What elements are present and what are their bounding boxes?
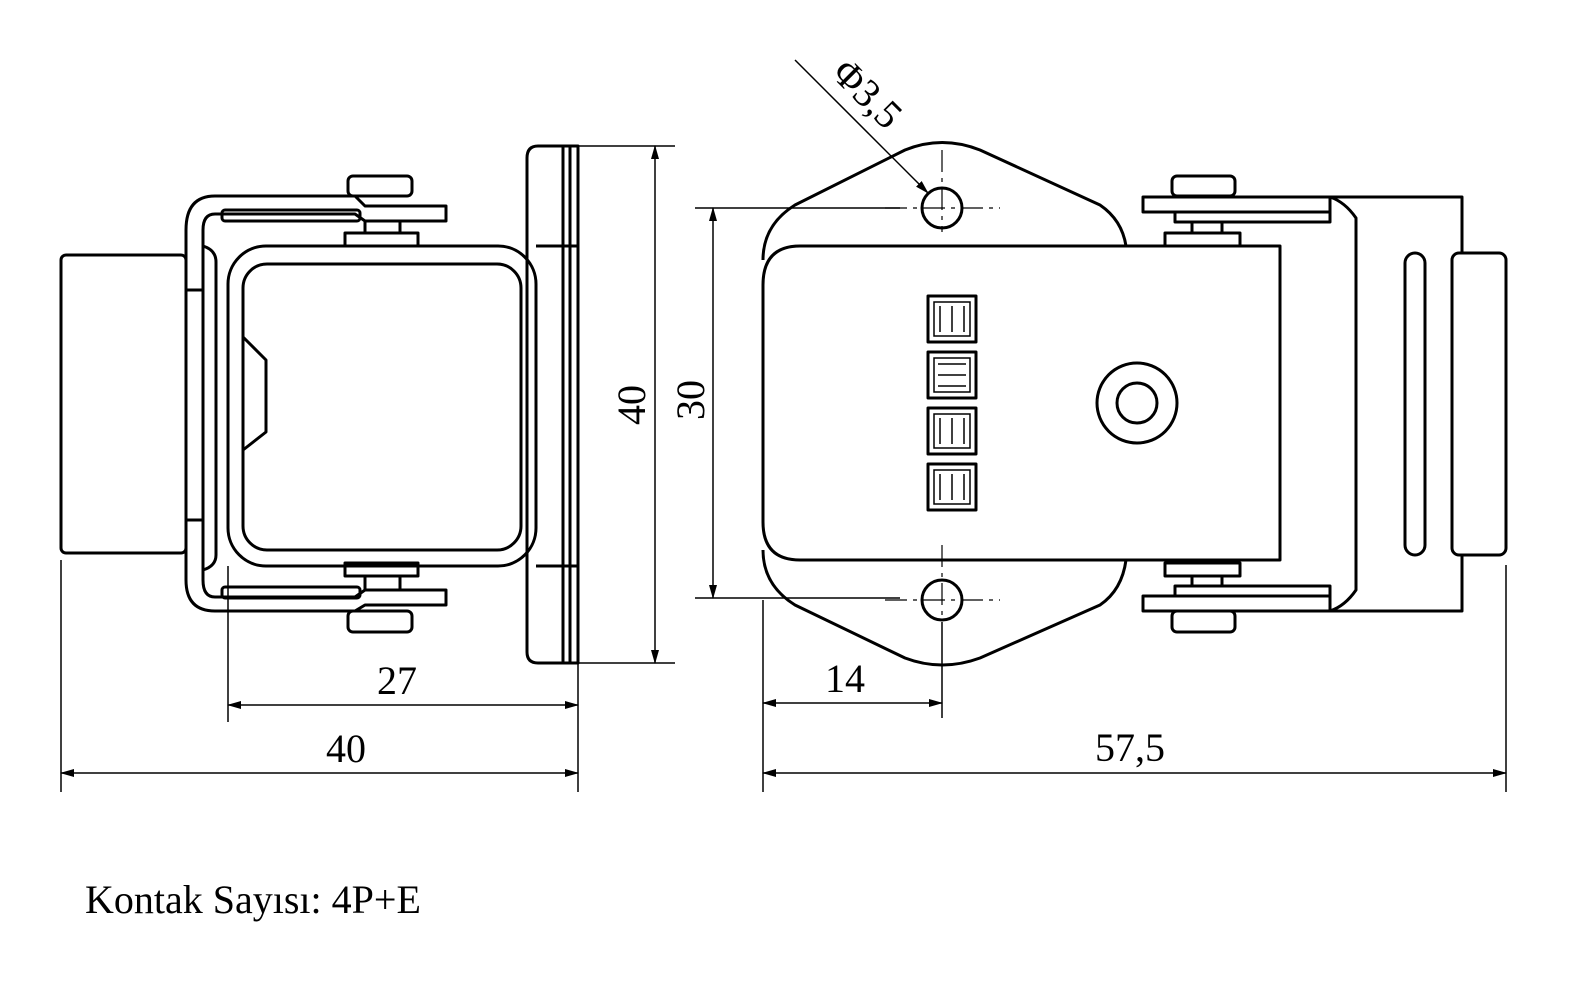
housing-base xyxy=(761,141,1128,667)
locking-lever xyxy=(1329,195,1464,613)
left-view xyxy=(59,144,580,665)
right-dimensions: 30 Φ3,5 14 57,5 xyxy=(668,50,1507,792)
dim-label-40-height: 40 xyxy=(609,385,654,425)
pin-block-bottom xyxy=(343,561,420,578)
lever-grip xyxy=(1450,251,1508,557)
dim-label-hole-diameter: Φ3,5 xyxy=(824,50,912,138)
pin-block-top xyxy=(343,231,420,248)
knob-bottom xyxy=(346,609,414,634)
mounting-flange xyxy=(525,144,580,665)
frame-slot-bottom xyxy=(220,585,362,600)
cable-boss-outer xyxy=(1095,361,1179,445)
contact-count-caption: Kontak Sayısı: 4P+E xyxy=(85,877,421,922)
clip-bar xyxy=(202,244,218,572)
dim-label-40-width: 40 xyxy=(326,726,366,771)
housing-outer xyxy=(226,244,538,568)
housing-inner xyxy=(241,262,523,552)
logo xyxy=(926,294,978,512)
cover xyxy=(761,244,1282,562)
lever-slot xyxy=(1403,251,1427,557)
housing-notch xyxy=(241,335,268,452)
knob-top xyxy=(346,174,414,198)
knob-top-right xyxy=(1170,174,1237,198)
cable-gland xyxy=(59,253,188,555)
knob-bottom-right xyxy=(1170,609,1237,634)
dim-label-30: 30 xyxy=(668,380,713,420)
locking-frame xyxy=(184,194,448,613)
right-view xyxy=(761,141,1508,667)
dim-label-27: 27 xyxy=(377,658,417,703)
dim-label-57-5: 57,5 xyxy=(1095,725,1165,770)
frame-slot-top xyxy=(220,208,362,223)
cable-boss-inner xyxy=(1115,381,1159,425)
left-dimensions: 27 40 40 xyxy=(60,145,675,792)
dim-label-14: 14 xyxy=(825,656,865,701)
